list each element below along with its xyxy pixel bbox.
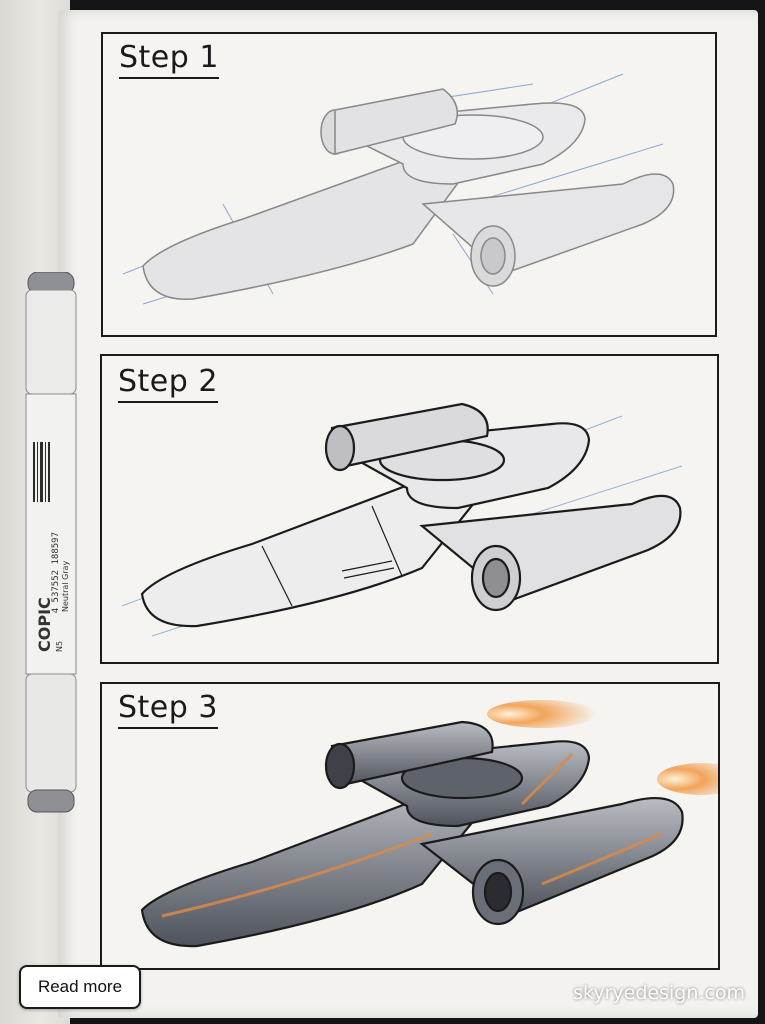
marker-color-name: Neutral Gray [61, 561, 70, 612]
marker-barcode-number: 4 537552 188597 [51, 532, 61, 613]
read-more-button[interactable]: Read more [19, 965, 141, 1009]
step-1-panel: Step 1 [101, 32, 717, 337]
copic-marker: 4 537552 188597 COPIC N5 Neutral Gray [25, 272, 77, 813]
marker-color-code: N5 [55, 641, 64, 652]
spaceship-sketch-step-1 [122, 73, 675, 305]
step-3-panel: Step 3 [100, 682, 720, 970]
marker-brand: COPIC [35, 597, 54, 652]
spaceship-sketch-step-3 [140, 700, 718, 948]
step-2-label: Step 2 [118, 364, 218, 403]
step-3-label: Step 3 [118, 690, 218, 729]
step-1-label: Step 1 [119, 40, 219, 79]
spaceship-sketch-step-2 [121, 402, 683, 637]
watermark: skyryedesign.com [573, 982, 745, 1004]
step-2-panel: Step 2 [100, 354, 719, 664]
